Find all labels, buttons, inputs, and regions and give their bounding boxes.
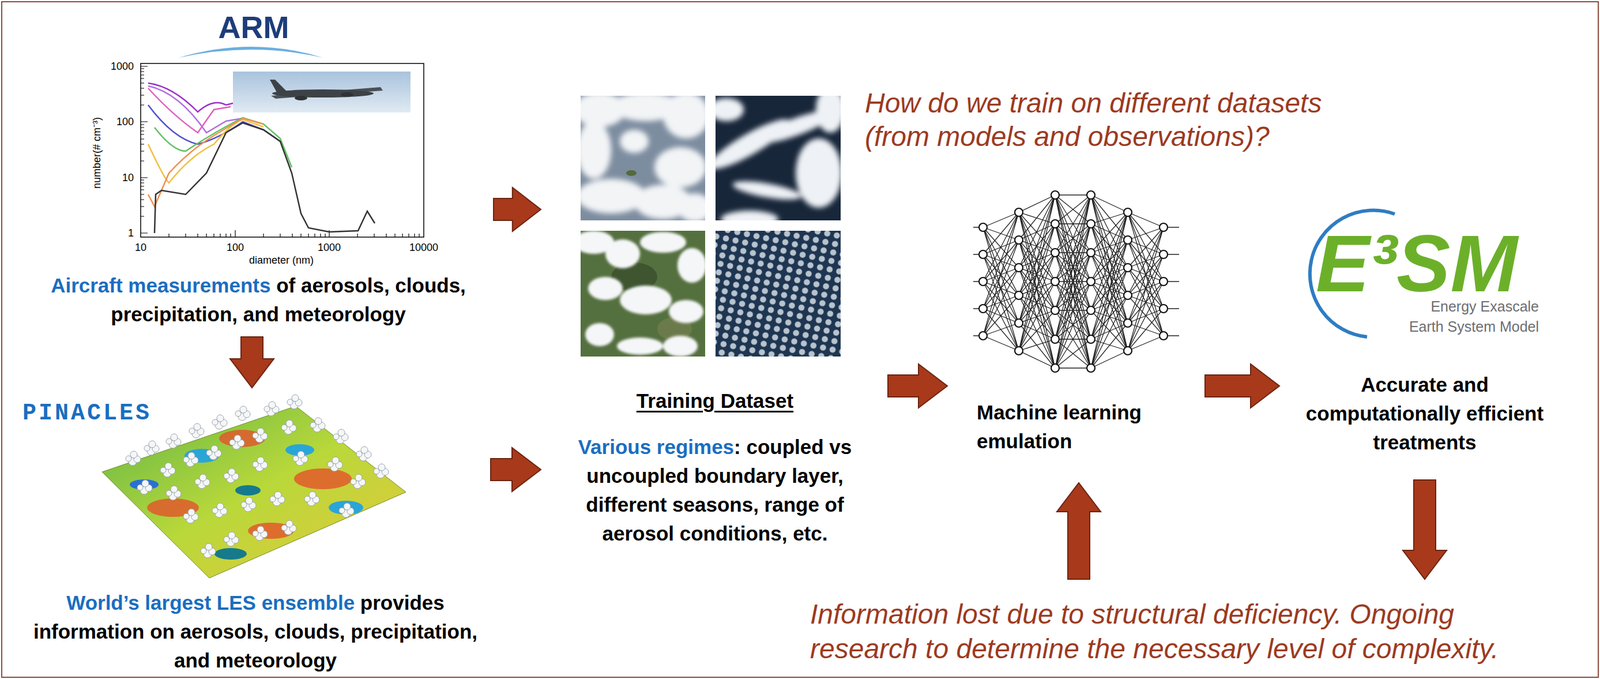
satellite-images: [573, 86, 845, 357]
axis-tick: 1000: [311, 241, 347, 254]
block-arrow: [493, 187, 541, 232]
axis-tick: 10: [98, 171, 134, 184]
block-arrow: [1056, 482, 1101, 579]
axis-tick: 10000: [406, 241, 442, 254]
node-text: Training Dataset: [636, 389, 794, 412]
logo-text: ARM: [216, 9, 292, 45]
axis-title: number(# cm⁻³): [90, 95, 104, 211]
node-text: Various regimes: [578, 435, 734, 458]
text-node: World’s largest LES ensemble provides in…: [24, 392, 487, 675]
note-node: Information lost due to structural defic…: [807, 593, 1528, 669]
logo-text: E³SM: [1315, 223, 1518, 304]
logo-swoosh: [178, 46, 323, 58]
block-arrow: [1402, 479, 1447, 579]
node-text: Machine learning emulation: [976, 400, 1142, 453]
aircraft-photo: [232, 71, 411, 113]
block-arrow: [230, 336, 274, 388]
neural-network: [973, 190, 1180, 372]
node-text: Accurate and computationally efficient t…: [1305, 373, 1544, 454]
size-distribution-chart: [140, 63, 424, 237]
question-note: How do we train on different datasets (f…: [864, 86, 1373, 154]
axis-tick: 100: [98, 115, 134, 128]
axis-title: diameter (nm): [235, 253, 328, 267]
axis-tick: 1000: [98, 59, 134, 73]
block-arrow: [490, 447, 541, 492]
node-text: Information lost due to structural defic…: [810, 598, 1499, 664]
block-arrow: [887, 363, 948, 408]
model-name: PINACLES: [22, 400, 152, 427]
node-text: World’s largest LES ensemble: [66, 590, 355, 614]
axis-tick: 10: [123, 241, 158, 254]
block-arrow: [1205, 363, 1280, 408]
node-text: Aircraft measurements: [50, 273, 271, 297]
axis-tick: 1: [98, 226, 134, 240]
axis-tick: 100: [217, 241, 253, 254]
text-node: Machine learning emulation: [954, 172, 1200, 462]
text-node: Training DatasetVarious regimes: coupled…: [547, 92, 883, 554]
logo-subtitle: Energy Exascale Earth System Model: [1400, 296, 1539, 337]
text-node: Aircraft measurements of aerosols, cloud…: [27, 51, 489, 334]
